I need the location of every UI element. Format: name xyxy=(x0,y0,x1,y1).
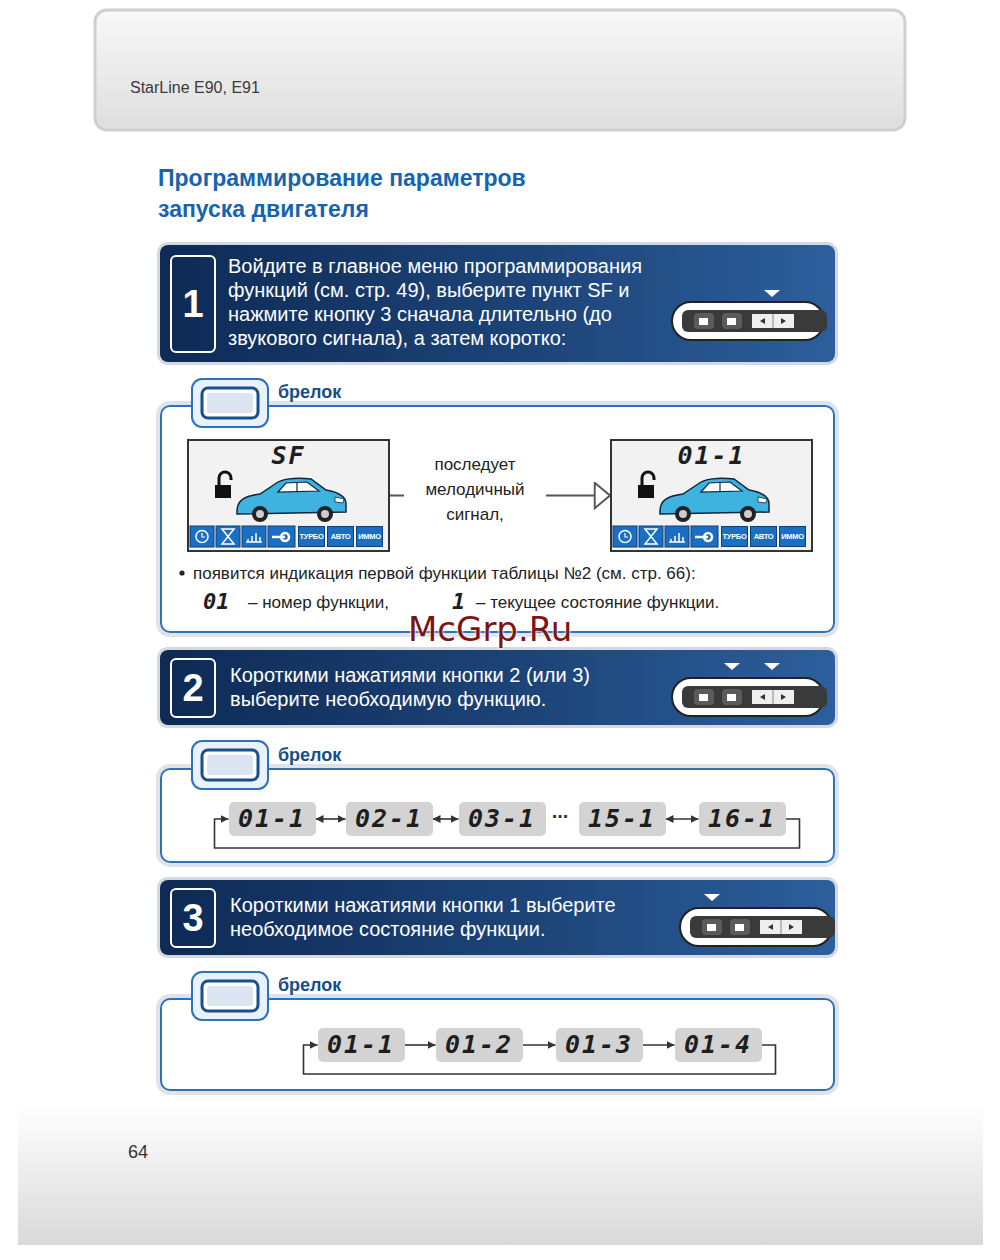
step-number-box: 2 xyxy=(170,658,216,718)
header-bar xyxy=(95,10,905,130)
fob-tab xyxy=(192,741,268,789)
step-number-box: 3 xyxy=(170,888,216,948)
node-text: Войдите в главное меню программирования … xyxy=(228,254,668,350)
footer-bar xyxy=(18,1105,983,1245)
fob-panel: брелок01-102-103-115-116-1 xyxy=(160,768,835,863)
lcd-segment: 01-2 xyxy=(436,1028,523,1062)
page-number: 64 xyxy=(128,1142,148,1163)
mode-icon: ИММО xyxy=(356,526,383,547)
node-text: 1 xyxy=(182,284,203,324)
node-text: 03-1 xyxy=(468,804,536,834)
press-marker xyxy=(764,663,780,670)
step-band: Войдите в главное меню программирования … xyxy=(160,245,835,362)
lcd-segment: 16-1 xyxy=(699,802,786,836)
lcd-segment: 01-1 xyxy=(229,802,316,836)
lcd-segment: 01-1 xyxy=(318,1028,405,1062)
key-fob xyxy=(672,302,827,340)
node-text: 02-1 xyxy=(355,804,423,834)
press-marker xyxy=(704,894,720,901)
key-fob xyxy=(672,678,827,716)
header-text: StarLine E90, E91 xyxy=(130,79,260,97)
node-note: появится индикация первой функции таблиц… xyxy=(193,563,696,585)
node-text: SF xyxy=(271,441,305,471)
fob-panel: брелок01-101-201-301-4 xyxy=(160,998,835,1091)
key-fob xyxy=(680,908,835,946)
node-text: 16-1 xyxy=(708,804,776,834)
node-text: 2 xyxy=(182,668,203,708)
node-text: брелок xyxy=(278,744,341,766)
mode-icon: ИММО xyxy=(779,526,806,547)
step-arrow xyxy=(316,818,346,820)
edge-label: последует мелодичный сигнал, xyxy=(404,452,546,527)
node-text: 3 xyxy=(182,898,203,938)
press-marker xyxy=(764,290,780,297)
node-text: 01-4 xyxy=(684,1030,752,1060)
node-text: Короткими нажатиями кнопки 2 (или 3) выб… xyxy=(230,663,650,711)
node-text: Короткими нажатиями кнопки 1 выберите не… xyxy=(230,893,650,941)
step-band: Короткими нажатиями кнопки 2 (или 3) выб… xyxy=(160,650,835,725)
lcd-segment: 01-3 xyxy=(556,1028,643,1062)
fob-tab xyxy=(192,379,268,427)
step-band: Короткими нажатиями кнопки 1 выберите не… xyxy=(160,880,835,955)
node-text: 01-1 xyxy=(327,1030,395,1060)
node-text: 01-1 xyxy=(238,804,306,834)
lcd-sample: 01 xyxy=(203,589,230,615)
node-text: брелок xyxy=(278,974,341,996)
lcd-segment: 01-4 xyxy=(675,1028,762,1062)
press-marker xyxy=(724,663,740,670)
node-text: 01-1 xyxy=(677,441,745,471)
lcd-screen-art xyxy=(190,472,346,547)
node-text: 01-3 xyxy=(565,1030,633,1060)
step-arrow xyxy=(666,818,699,820)
lcd-screen-art xyxy=(613,472,769,547)
lcd-segment: 03-1 xyxy=(459,802,546,836)
node-text: брелок xyxy=(278,381,341,403)
watermark: McGrp.Ru xyxy=(408,609,572,649)
bullet xyxy=(179,570,184,575)
lcd-segment: 15-1 xyxy=(579,802,666,836)
mode-icon: ТУРБО xyxy=(721,526,748,547)
step-arrow xyxy=(523,1044,556,1046)
step-arrow xyxy=(405,1044,436,1046)
mode-icon: АВТО xyxy=(327,526,354,547)
step-number-box: 1 xyxy=(170,255,216,353)
ellipsis: ... xyxy=(545,800,575,823)
lcd-segment: 02-1 xyxy=(346,802,433,836)
node-text: 01-2 xyxy=(445,1030,513,1060)
mode-icon: ТУРБО xyxy=(298,526,325,547)
fob-tab xyxy=(192,972,268,1020)
node-text: 15-1 xyxy=(588,804,656,834)
step-arrow xyxy=(643,1044,675,1046)
page-title: Программирование параметров запуска двиг… xyxy=(158,163,598,225)
legend-note: – номер функции, xyxy=(248,592,389,614)
mode-icon: АВТО xyxy=(750,526,777,547)
step-arrow xyxy=(433,818,459,820)
